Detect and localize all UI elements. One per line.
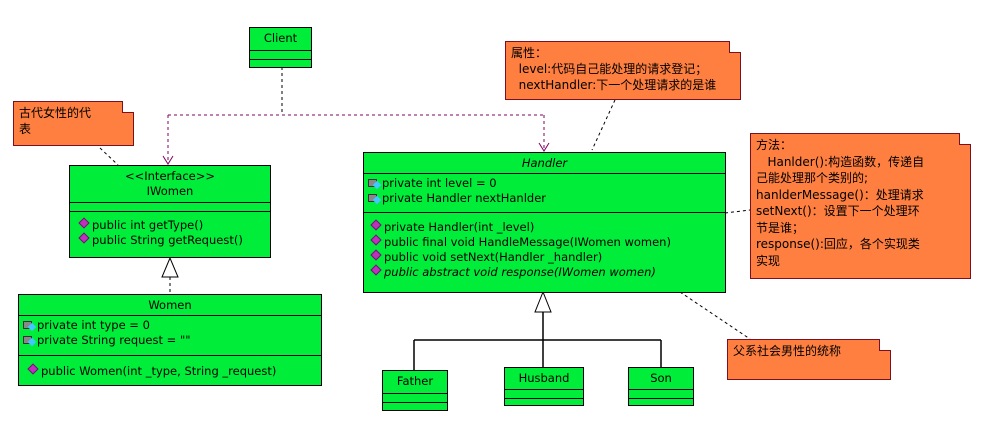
method: public String getRequest() — [80, 233, 266, 248]
class-handler[interactable]: Handler private int level = 0 private Ha… — [363, 152, 726, 293]
class-name: Husband — [505, 368, 583, 390]
class-father[interactable]: Father — [382, 370, 448, 411]
note-line: 实现 — [756, 253, 781, 268]
note-line: 表 — [19, 122, 32, 136]
class-name: Son — [629, 368, 693, 390]
class-iwomen[interactable]: <<Interface>> IWomen public int getType(… — [69, 165, 271, 258]
class-client[interactable]: Client — [249, 27, 312, 68]
note-line: 己能处理那个类别的; — [756, 171, 869, 185]
methods-note-link — [724, 209, 751, 214]
note-line: 古代女性的代 — [19, 106, 92, 120]
class-name: Women — [19, 295, 321, 316]
note-line: nextHandler:下一个处理请求的是谁 — [511, 78, 717, 92]
attribute: private String request = "" — [23, 333, 317, 348]
note-fold — [879, 339, 891, 351]
generalization-lines — [413, 312, 662, 370]
note-fold — [729, 41, 741, 53]
method: public int getType() — [80, 218, 266, 233]
note-line: hanlderMessage()：处理请求 — [756, 187, 924, 202]
women-note-link — [99, 147, 119, 166]
note-fold — [122, 101, 134, 113]
male-note-link — [679, 291, 751, 340]
attrs-note-link — [591, 99, 616, 151]
class-husband[interactable]: Husband — [504, 367, 584, 406]
method: public abstract void response(IWomen wom… — [372, 265, 721, 280]
attribute: private int type = 0 — [23, 318, 317, 333]
note-line: 父系社会男性的统称 — [733, 344, 842, 358]
method: public Women(int _type, String _request) — [29, 364, 317, 379]
note-women[interactable]: 古代女性的代 表 — [13, 101, 134, 146]
realization-arrow — [161, 256, 179, 278]
generalization-arrow — [534, 290, 552, 313]
method: public void setNext(Handler _handler) — [372, 250, 721, 265]
attribute: private Handler nextHanlder — [368, 191, 721, 206]
note-line: 属性： — [511, 46, 548, 60]
note-line: Hanlder():构造函数，传递自 — [756, 154, 925, 169]
note-methods[interactable]: 方法： Hanlder():构造函数，传递自 己能处理那个类别的; hanlde… — [750, 133, 971, 279]
stereotype: <<Interface>> — [124, 169, 216, 183]
note-line: response():回应，各个实现类 — [756, 237, 920, 251]
class-name: Handler — [364, 153, 725, 174]
class-name: Father — [383, 371, 447, 394]
class-name: Client — [250, 28, 311, 51]
note-line: 方法： — [756, 138, 793, 152]
class-name: IWomen — [146, 184, 194, 198]
method: private Handler(int _level) — [372, 220, 721, 235]
note-attributes[interactable]: 属性： level:代码自己能处理的请求登记； nextHandler:下一个处… — [505, 41, 741, 100]
class-son[interactable]: Son — [628, 367, 694, 406]
note-fold — [959, 133, 971, 145]
note-line: level:代码自己能处理的请求登记； — [511, 62, 708, 76]
attribute: private int level = 0 — [368, 176, 721, 191]
method: public final void HandleMessage(IWomen w… — [372, 235, 721, 250]
note-male[interactable]: 父系社会男性的统称 — [727, 339, 891, 380]
class-women[interactable]: Women private int type = 0 private Strin… — [18, 294, 322, 386]
note-line: setNext()：设置下一个处理环 — [756, 204, 920, 218]
note-line: 节是谁； — [756, 220, 805, 235]
